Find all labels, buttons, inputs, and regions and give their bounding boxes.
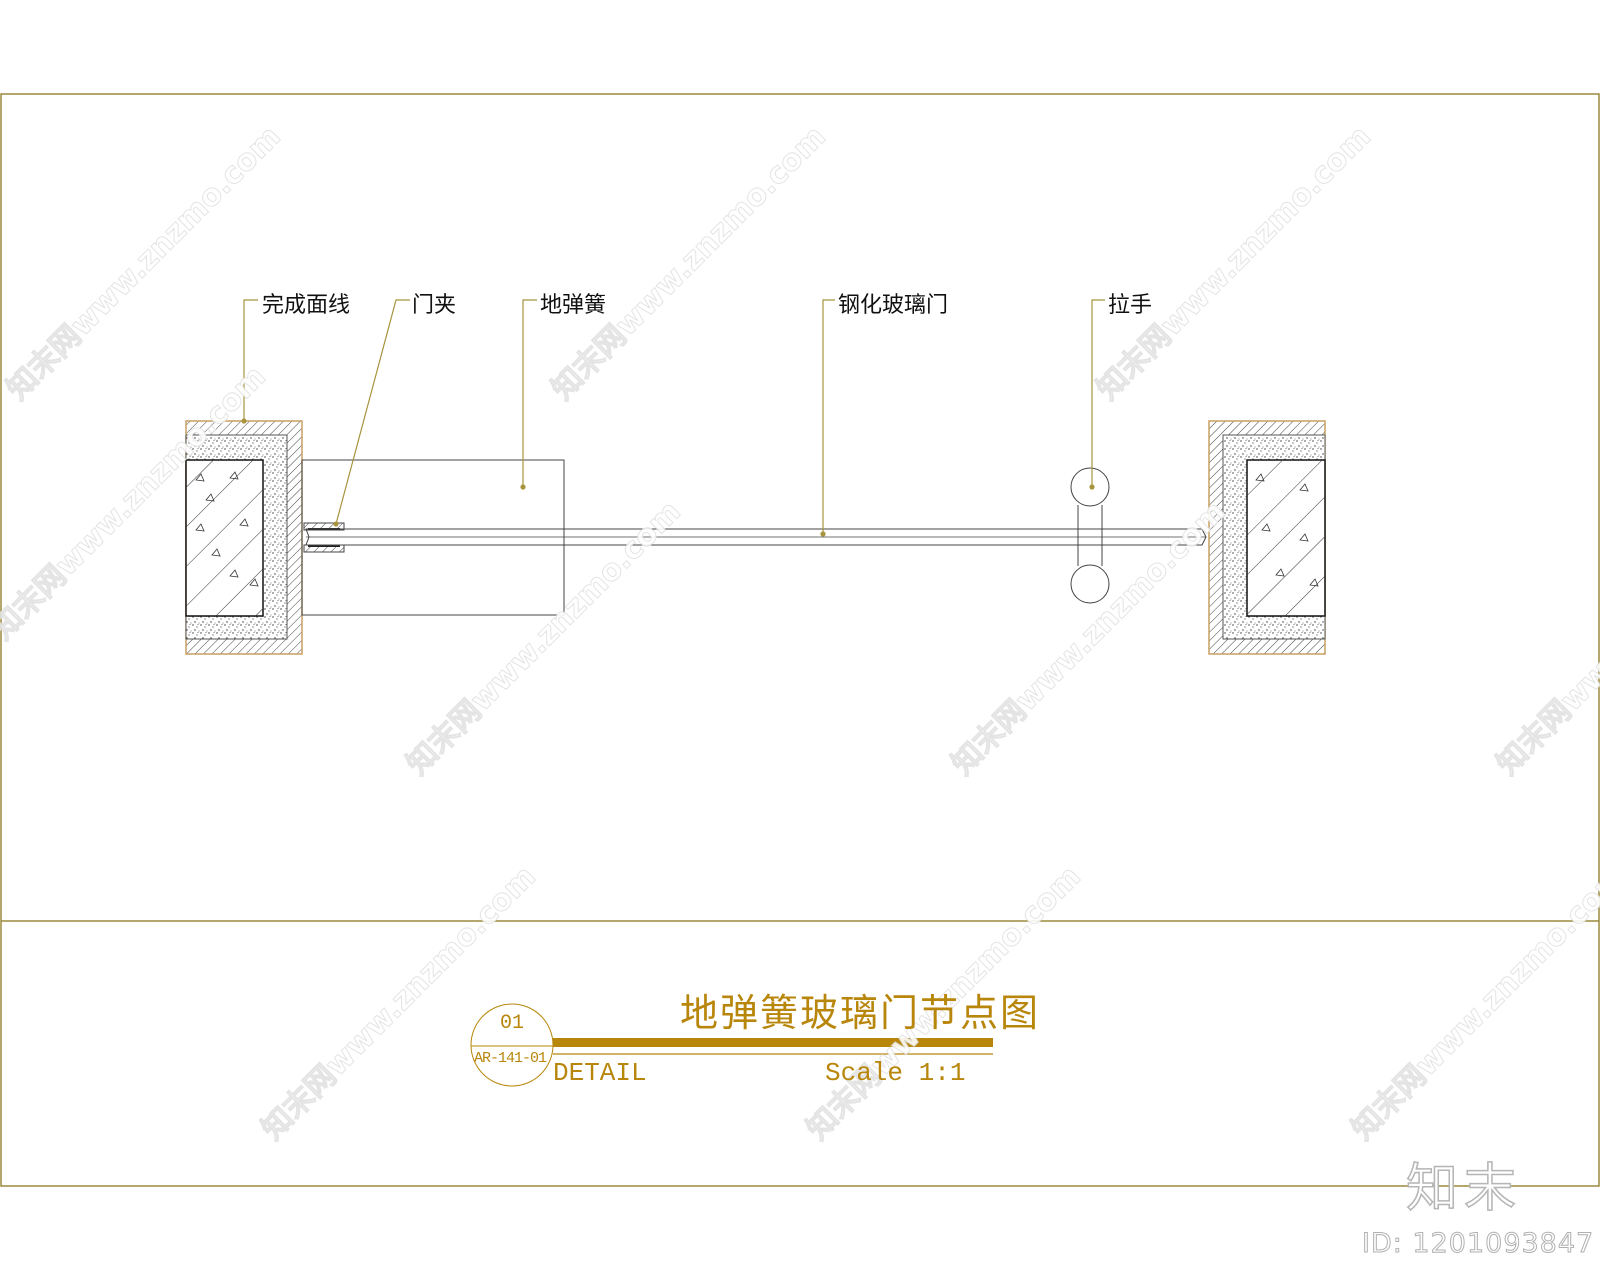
- callout-door-clamp: 门夹: [412, 293, 457, 318]
- callout-tempered-glass-door: 钢化玻璃门: [838, 293, 949, 318]
- leader-floor-spring: [522, 299, 537, 487]
- detail-label: DETAIL: [553, 1058, 647, 1088]
- left-wall-section: [185, 420, 303, 655]
- door-clamp-detail: [303, 522, 345, 553]
- right-wall-section: [1208, 420, 1326, 655]
- callout-pull-handle: 拉手: [1108, 293, 1153, 318]
- scale-label: Scale 1:1: [825, 1058, 966, 1088]
- watermark-logo: 知末: [1405, 1158, 1523, 1220]
- watermark-id: ID: 1201093847: [1361, 1228, 1595, 1260]
- floor-spring-box: [301, 459, 565, 616]
- leader-finish-line: [243, 299, 258, 421]
- callout-floor-spring: 地弹簧: [540, 293, 607, 318]
- detail-number: 01: [500, 1012, 525, 1035]
- callout-leaders: [241, 299, 1105, 537]
- leader-door-clamp: [335, 299, 410, 525]
- leader-pull-handle: [1091, 299, 1105, 487]
- tempered-glass-door-panel: [305, 528, 1207, 546]
- drawing-title: 地弹簧玻璃门节点图: [680, 991, 1041, 1035]
- callout-finish-line: 完成面线: [262, 293, 351, 318]
- sheet-reference: AR-141-01: [474, 1050, 547, 1067]
- title-block-graphics: [470, 1003, 993, 1087]
- leader-glass-door: [822, 299, 835, 534]
- drawing-frame: [0, 93, 1600, 1187]
